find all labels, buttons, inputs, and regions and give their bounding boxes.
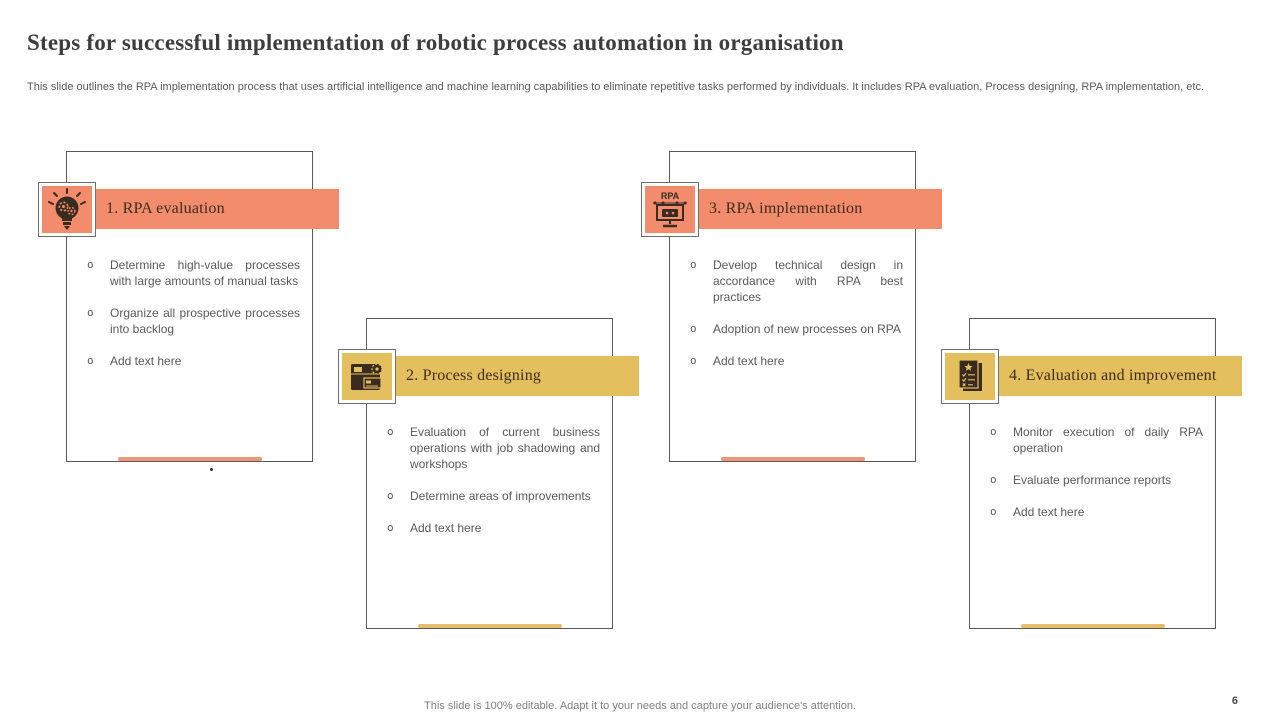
bullet-marker: o bbox=[387, 489, 394, 502]
list-item: o Determine areas of improvements bbox=[387, 488, 607, 504]
accent-underline bbox=[118, 457, 262, 461]
step-icon-tile bbox=[941, 349, 999, 404]
stray-dot bbox=[210, 468, 213, 471]
step-title: 3. RPA implementation bbox=[709, 200, 863, 217]
accent-underline bbox=[1021, 624, 1165, 628]
list-item: o Add text here bbox=[990, 504, 1210, 520]
bullet-marker: o bbox=[87, 306, 94, 319]
bullet-marker: o bbox=[387, 521, 394, 534]
bullet-marker: o bbox=[690, 322, 697, 335]
bullet-marker: o bbox=[690, 354, 697, 367]
bullet-text: Add text here bbox=[1013, 505, 1085, 519]
bullet-marker: o bbox=[690, 258, 697, 271]
bullet-text: Organize all prospective processes into … bbox=[110, 306, 300, 336]
step-bullet-list: o Monitor execution of daily RPA operati… bbox=[990, 424, 1210, 536]
step-group-rpa-evaluation: 1. RPA evaluation bbox=[38, 151, 343, 486]
bullet-text: Determine high-value processes with larg… bbox=[110, 258, 300, 288]
step-group-process-designing: 2. Process designing o Evaluation of bbox=[338, 318, 643, 653]
step-bullet-list: o Develop technical design in accordance… bbox=[690, 257, 910, 385]
step-title: 1. RPA evaluation bbox=[106, 200, 225, 217]
slide-description: This slide outlines the RPA implementati… bbox=[27, 81, 1204, 93]
page-number: 6 bbox=[1231, 695, 1238, 707]
accent-underline bbox=[418, 624, 562, 628]
bullet-text: Add text here bbox=[110, 354, 182, 368]
footer-note: This slide is 100% editable. Adapt it to… bbox=[424, 700, 856, 712]
bullet-marker: o bbox=[990, 473, 997, 486]
step-icon-tile bbox=[338, 349, 396, 404]
list-item: o Adoption of new processes on RPA bbox=[690, 321, 910, 337]
bullet-text: Monitor execution of daily RPA operation bbox=[1013, 425, 1203, 455]
list-item: o Add text here bbox=[87, 353, 307, 369]
bullet-marker: o bbox=[87, 354, 94, 367]
accent-underline bbox=[721, 457, 865, 461]
bullet-marker: o bbox=[990, 505, 997, 518]
svg-text:RPA: RPA bbox=[661, 191, 680, 201]
step-title: 4. Evaluation and improvement bbox=[1009, 367, 1217, 384]
step-banner: 1. RPA evaluation bbox=[92, 189, 339, 229]
rpa-robot-monitor-icon: RPA bbox=[653, 191, 687, 227]
list-item: o Monitor execution of daily RPA operati… bbox=[990, 424, 1210, 456]
step-banner: 4. Evaluation and improvement bbox=[995, 356, 1242, 396]
list-item: o Evaluate performance reports bbox=[990, 472, 1210, 488]
step-bullet-list: o Evaluation of current business operati… bbox=[387, 424, 607, 552]
step-banner: 2. Process designing bbox=[392, 356, 639, 396]
list-item: o Add text here bbox=[690, 353, 910, 369]
step-icon-tile bbox=[38, 182, 96, 237]
bullet-text: Adoption of new processes on RPA bbox=[713, 322, 901, 336]
step-group-evaluation-improvement: 4. Evaluation and improvement o bbox=[941, 318, 1246, 653]
bullet-text: Develop technical design in accordance w… bbox=[713, 258, 903, 304]
bullet-text: Add text here bbox=[713, 354, 785, 368]
report-star-checklist-icon bbox=[958, 358, 982, 391]
list-item: o Determine high-value processes with la… bbox=[87, 257, 307, 289]
step-icon-tile: RPA bbox=[641, 182, 699, 237]
list-item: o Develop technical design in accordance… bbox=[690, 257, 910, 305]
bullet-marker: o bbox=[387, 425, 394, 438]
step-title: 2. Process designing bbox=[406, 367, 542, 384]
step-group-rpa-implementation: 3. RPA implementation RPA bbox=[641, 151, 946, 486]
bullet-text: Evaluate performance reports bbox=[1013, 473, 1172, 487]
bullet-text: Evaluation of current business operation… bbox=[410, 425, 600, 471]
list-item: o Organize all prospective processes int… bbox=[87, 305, 307, 337]
document-gear-icon bbox=[351, 362, 383, 390]
bullet-marker: o bbox=[87, 258, 94, 271]
idea-bulb-gears-icon bbox=[48, 187, 86, 230]
list-item: o Evaluation of current business operati… bbox=[387, 424, 607, 472]
bullet-text: Determine areas of improvements bbox=[410, 489, 591, 503]
bullet-marker: o bbox=[990, 425, 997, 438]
step-banner: 3. RPA implementation bbox=[695, 189, 942, 229]
step-bullet-list: o Determine high-value processes with la… bbox=[87, 257, 307, 385]
page-title: Steps for successful implementation of r… bbox=[27, 30, 844, 55]
bullet-text: Add text here bbox=[410, 521, 482, 535]
list-item: o Add text here bbox=[387, 520, 607, 536]
